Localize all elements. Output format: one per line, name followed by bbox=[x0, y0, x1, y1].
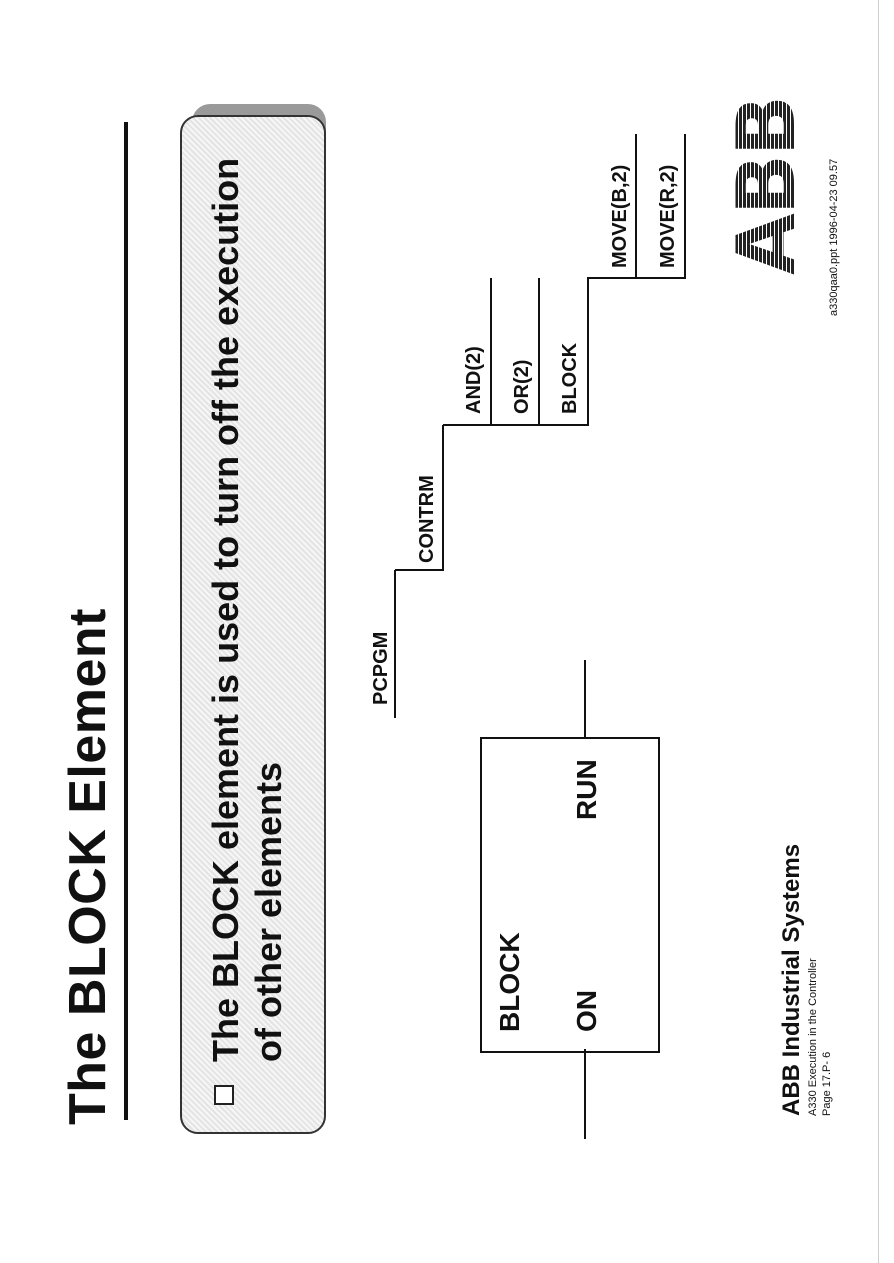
page-number: Page 17.P- 6 bbox=[821, 1051, 833, 1116]
step-mover2 bbox=[588, 134, 686, 279]
node-moveb2: MOVE(B,2) bbox=[609, 164, 631, 268]
node-block: BLOCK bbox=[559, 342, 581, 414]
abb-logo-text: ABB bbox=[720, 97, 813, 275]
title-rule bbox=[124, 122, 128, 1120]
company-name: ABB Industrial Systems bbox=[778, 843, 805, 1116]
checkbox-bullet-icon bbox=[214, 1085, 234, 1105]
node-pcpgm: PCPGM bbox=[370, 631, 392, 705]
input-label: ON bbox=[571, 990, 602, 1032]
node-contrm: CONTRM bbox=[416, 475, 438, 563]
node-and2: AND(2) bbox=[463, 346, 485, 414]
file-info: a330qaa0.ppt 1996-04-23 09.57 bbox=[828, 158, 840, 316]
node-or2: OR(2) bbox=[511, 359, 533, 414]
output-label: RUN bbox=[571, 759, 602, 820]
course-name: A330 Execution in the Controller bbox=[807, 958, 819, 1116]
output-line bbox=[584, 660, 586, 737]
element-box bbox=[480, 737, 660, 1053]
scan-edge bbox=[878, 0, 879, 1263]
node-mover2: MOVE(R,2) bbox=[657, 164, 679, 268]
callout-box bbox=[180, 115, 326, 1134]
abb-logo: ABB bbox=[720, 97, 813, 275]
element-name: BLOCK bbox=[494, 932, 525, 1032]
input-line bbox=[584, 1049, 586, 1139]
step-contrm bbox=[395, 425, 444, 571]
